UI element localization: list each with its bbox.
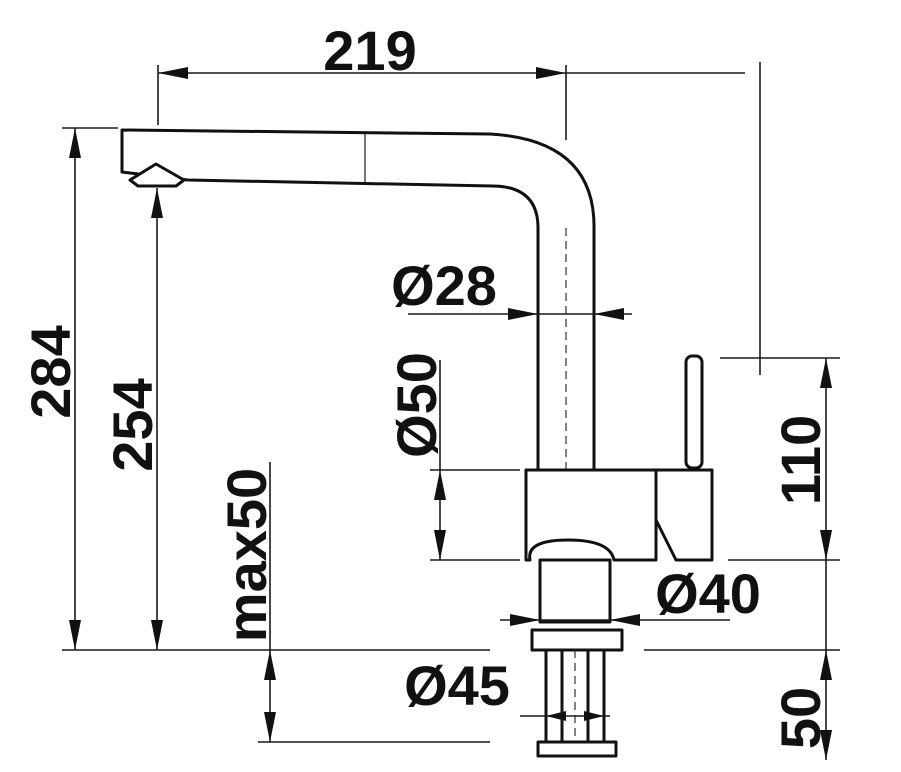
spout — [120, 128, 596, 472]
label-o40: Ø40 — [655, 562, 761, 625]
label-o45: Ø45 — [404, 654, 510, 717]
mounting-flange — [530, 628, 624, 652]
spout-nozzle — [128, 162, 186, 188]
label-284: 284 — [19, 325, 82, 418]
faucet-base — [538, 558, 612, 624]
faucet-body — [524, 468, 658, 562]
shank-left — [544, 648, 564, 747]
label-219: 219 — [323, 19, 416, 82]
label-max50: max50 — [215, 468, 278, 642]
mounting-nut — [536, 740, 618, 758]
label-o28: Ø28 — [391, 254, 497, 317]
label-o50: Ø50 — [385, 352, 448, 458]
dimension-lines — [62, 62, 840, 760]
handle — [654, 468, 714, 562]
label-110: 110 — [769, 415, 832, 505]
label-254: 254 — [101, 378, 164, 471]
faucet-outline — [120, 128, 714, 758]
label-50: 50 — [769, 687, 832, 749]
dimension-labels: 219 284 254 max50 Ø28 Ø50 Ø40 Ø45 110 50 — [19, 19, 832, 749]
shank-right — [586, 648, 606, 747]
lever — [684, 354, 704, 470]
